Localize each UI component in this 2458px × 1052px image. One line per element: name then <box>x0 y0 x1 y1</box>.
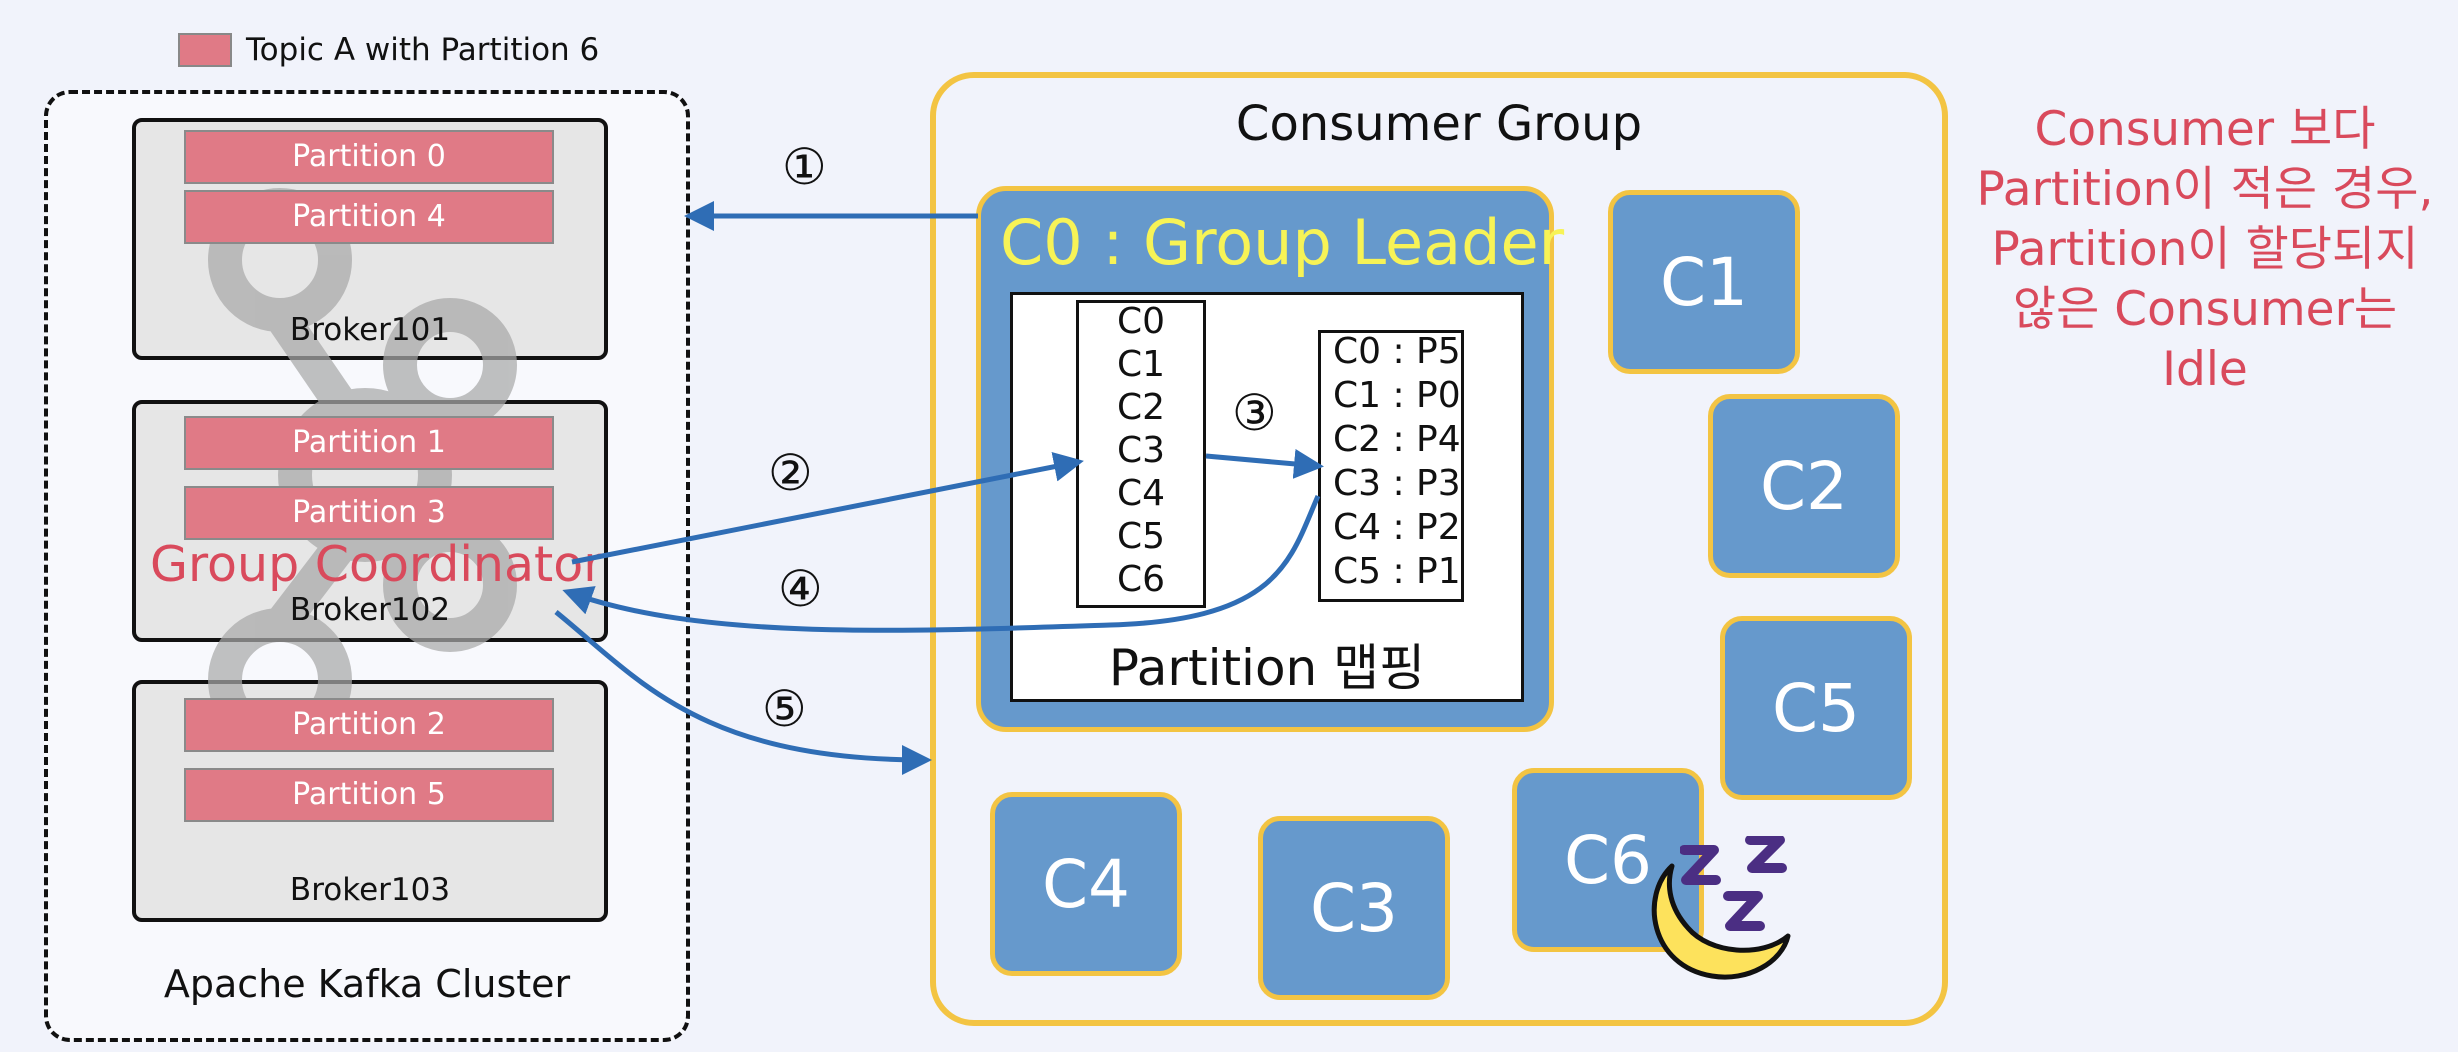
partition-label: Partition 3 <box>184 486 554 540</box>
member-item: C6 <box>1116 559 1166 600</box>
broker-name: Broker101 <box>289 312 451 348</box>
step-label: ⑤ <box>762 680 807 738</box>
idle-note: Consumer 보다 Partition이 적은 경우, Partition이… <box>1960 100 2450 400</box>
step-label: ② <box>768 444 813 502</box>
member-item: C1 <box>1116 344 1166 385</box>
member-item: C4 <box>1116 473 1166 514</box>
assignment-item: C2 : P4 <box>1333 419 1461 460</box>
note-line: Idle <box>2162 342 2248 397</box>
legend-label: Topic A with Partition 6 <box>246 32 600 68</box>
assignment-item: C4 : P2 <box>1333 507 1461 548</box>
consumer-c3: C3 <box>1258 816 1450 1000</box>
member-item: C3 <box>1116 430 1166 471</box>
broker-name: Broker103 <box>289 872 451 908</box>
note-line: 않은 Consumer는 <box>2012 282 2398 337</box>
member-item: C5 <box>1116 516 1166 557</box>
arrow-step-5 <box>554 610 932 775</box>
broker-name: Broker102 <box>289 592 451 628</box>
consumer-group-title: Consumer Group <box>1235 96 1643 152</box>
legend-swatch <box>178 33 232 67</box>
arrow-step-4 <box>562 494 1321 633</box>
consumer-c2: C2 <box>1708 394 1900 578</box>
consumer-c1: C1 <box>1608 190 1800 374</box>
group-leader-title: C0 : Group Leader <box>1000 206 1565 279</box>
assignment-item: C5 : P1 <box>1333 551 1461 592</box>
member-list: C0 C1 C2 C3 C4 C5 C6 <box>1076 300 1206 608</box>
note-line: Partition이 할당되지 <box>1991 222 2419 277</box>
note-line: Partition이 적은 경우, <box>1976 162 2434 217</box>
topic-legend: Topic A with Partition 6 <box>178 32 599 68</box>
assignment-item: C1 : P0 <box>1333 375 1461 416</box>
step-label: ④ <box>778 560 823 618</box>
member-item: C2 <box>1116 387 1166 428</box>
assignment-list: C0 : P5 C1 : P0 C2 : P4 C3 : P3 C4 : P2 … <box>1318 330 1464 602</box>
assignment-item: C0 : P5 <box>1333 331 1461 372</box>
consumer-c4: C4 <box>990 792 1182 976</box>
arrow-step-2 <box>571 451 1084 565</box>
partition-label: Partition 1 <box>184 416 554 470</box>
cluster-label: Apache Kafka Cluster <box>163 962 571 1006</box>
member-item: C0 <box>1116 301 1166 342</box>
consumer-c5: C5 <box>1720 616 1912 800</box>
partition-label: Partition 0 <box>184 130 554 184</box>
partition-mapping-title: Partition 맵핑 <box>1108 639 1426 697</box>
group-coordinator-label: Group Coordinator <box>150 536 604 593</box>
partition-label: Partition 4 <box>184 190 554 244</box>
note-line: Consumer 보다 <box>2034 102 2376 157</box>
step-label: ① <box>782 138 827 196</box>
partition-label: Partition 2 <box>184 698 554 752</box>
zzz-icon <box>1680 836 1787 931</box>
assignment-item: C3 : P3 <box>1333 463 1461 504</box>
moon-icon <box>1651 863 1791 980</box>
partition-label: Partition 5 <box>184 768 554 822</box>
step-label: ③ <box>1232 384 1277 442</box>
arrow-step-3 <box>1205 448 1324 479</box>
